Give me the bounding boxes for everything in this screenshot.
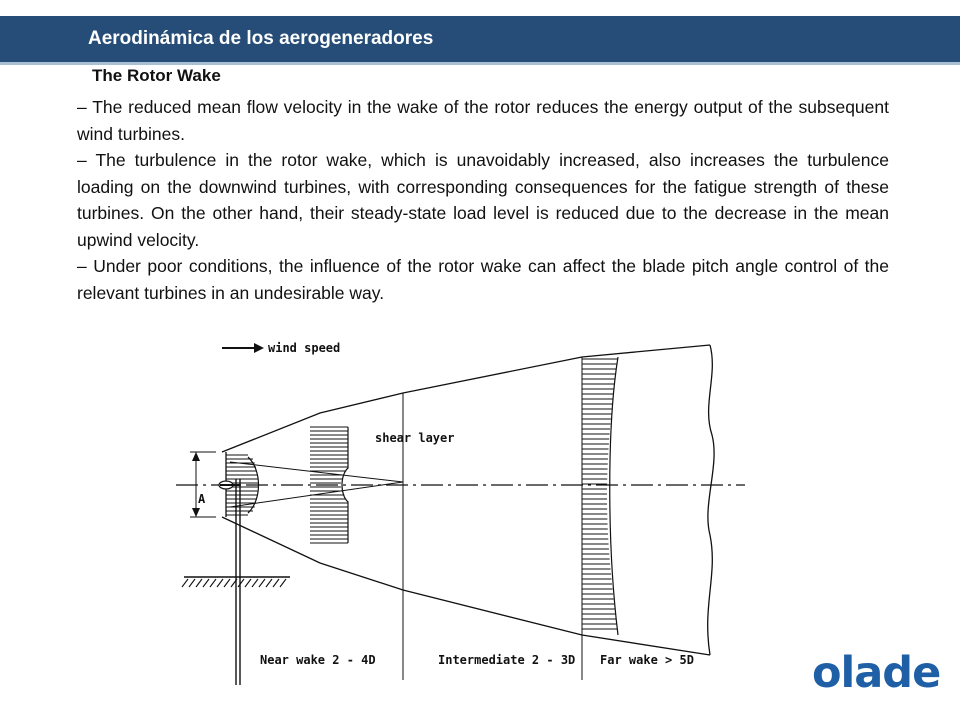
shear-layer-label: shear layer (375, 431, 454, 445)
rotor-diameter-dimension (190, 451, 216, 518)
header-bar: Aerodinámica de los aerogeneradores (0, 16, 960, 62)
hatch-line (223, 578, 231, 588)
wind-speed-label: wind speed (268, 341, 340, 355)
diameter-label: A (198, 492, 206, 506)
hatch-line (237, 578, 245, 588)
hatch-line (216, 578, 224, 588)
olade-logo: olade (812, 648, 941, 698)
hatch-line (202, 578, 210, 588)
wake-envelope-lower (221, 516, 711, 656)
near-wake-velocity-profile (310, 426, 348, 544)
far-wake-velocity-profile (582, 358, 618, 630)
hatch-line (195, 578, 203, 588)
hatch-line (251, 578, 259, 588)
header-accent-line (0, 62, 960, 65)
ground-hatch (181, 576, 290, 588)
hatch-line (230, 578, 238, 588)
wind-arrow-icon (222, 343, 264, 353)
zone-label-near-wake: Near wake 2 - 4D (260, 653, 376, 667)
hatch-line (279, 578, 287, 588)
zone-label-intermediate: Intermediate 2 - 3D (438, 653, 575, 667)
hatch-line (188, 578, 196, 588)
paragraph-3: – Under poor conditions, the influence o… (77, 256, 889, 303)
paragraph-1: – The reduced mean flow velocity in the … (77, 97, 889, 144)
rotor-wake-diagram: wind speed A shear layer Near (176, 341, 745, 685)
hatch-line (244, 578, 252, 588)
body-text: – The reduced mean flow velocity in the … (77, 94, 889, 306)
paragraph-2: – The turbulence in the rotor wake, whic… (77, 150, 889, 250)
zone-label-far-wake: Far wake > 5D (600, 653, 694, 667)
hatch-line (272, 578, 280, 588)
wake-far-edge (707, 344, 715, 656)
hatch-line (265, 578, 273, 588)
wind-turbine-icon (218, 479, 241, 685)
hatch-line (181, 578, 189, 588)
hatch-line (209, 578, 217, 588)
section-title: The Rotor Wake (92, 66, 221, 85)
header-title: Aerodinámica de los aerogeneradores (88, 28, 434, 49)
wake-envelope-upper (221, 344, 711, 453)
hatch-line (258, 578, 266, 588)
